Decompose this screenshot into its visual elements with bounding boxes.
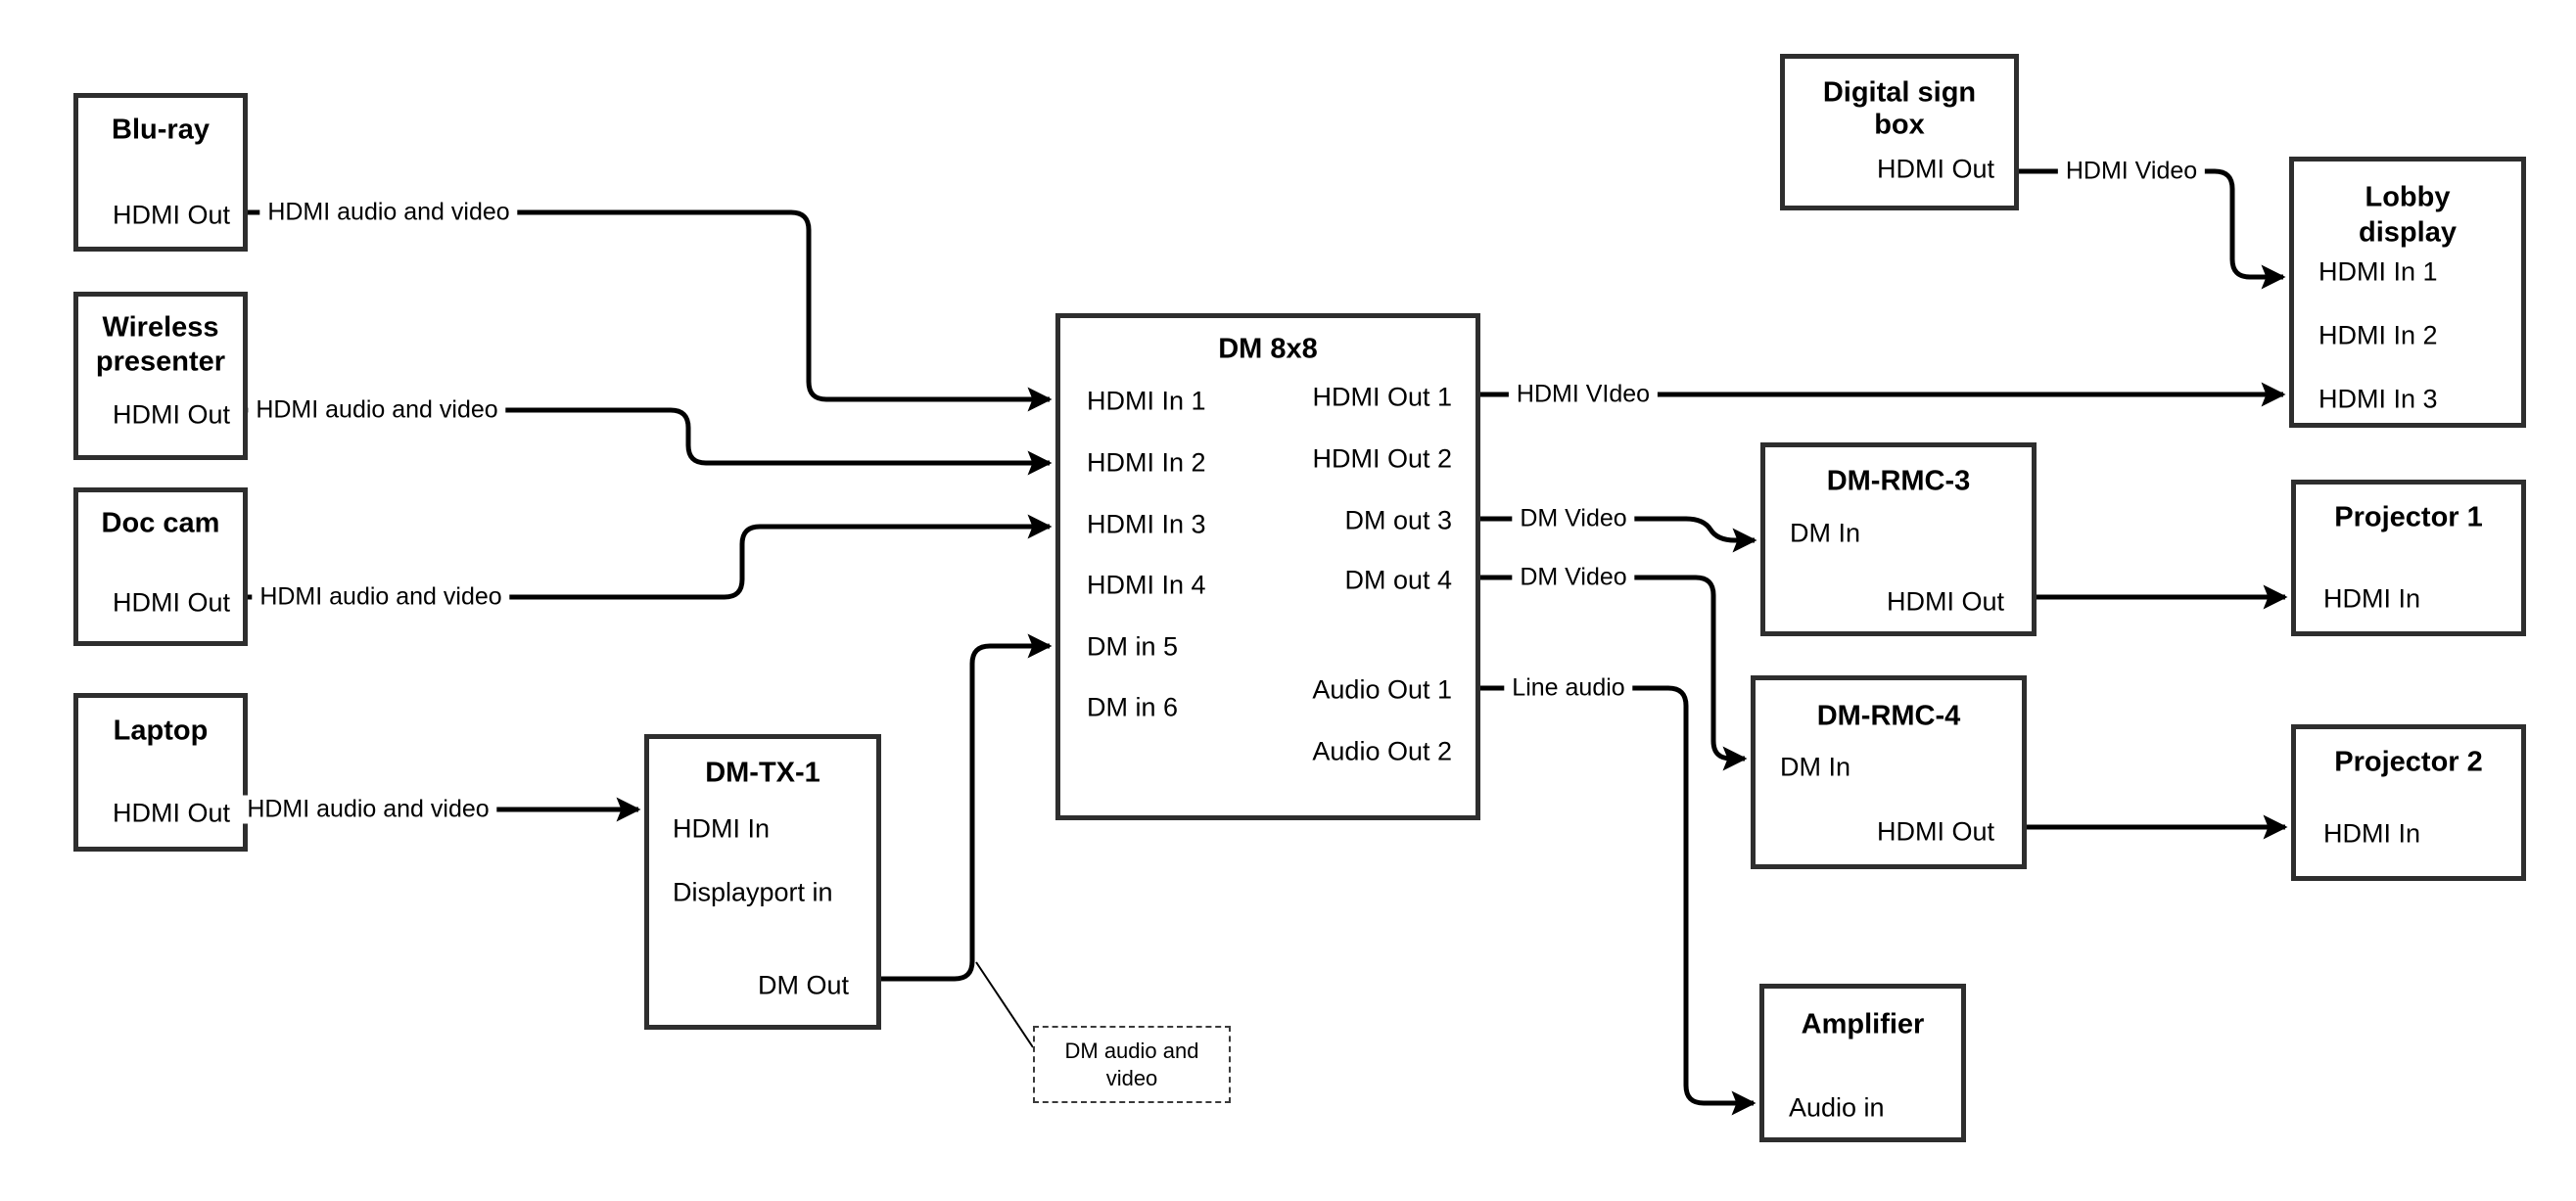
note-text: DM audio and xyxy=(1064,1038,1199,1063)
port-hdmi-out: HDMI Out xyxy=(1876,816,1994,847)
edge-bluray-to-dm8x8-hdmi-in1 xyxy=(248,209,1053,412)
note-leader-line xyxy=(975,961,1034,1048)
node-title: presenter xyxy=(95,346,226,378)
port-hdmi-in: HDMI In xyxy=(673,813,771,844)
node-dm-rmc-3: DM-RMC-3 DM In HDMI Out xyxy=(1760,442,2037,636)
edge-digitalsign-to-lobby-hdmi-in1 xyxy=(2019,168,2286,290)
node-doc-cam: Doc cam HDMI Out xyxy=(73,487,248,646)
edge-label: HDMI VIdeo xyxy=(1508,380,1659,409)
port-hdmi-in: HDMI In xyxy=(2323,583,2421,614)
port-hdmi-out: HDMI Out xyxy=(112,798,230,828)
edge-label: HDMI audio and video xyxy=(259,198,518,227)
node-title: Digital sign xyxy=(1822,76,1977,109)
node-lobby-display: Lobby display HDMI In 1 HDMI In 2 HDMI I… xyxy=(2289,157,2526,428)
port-hdmi-out: HDMI Out xyxy=(112,399,230,430)
edge-label: DM Video xyxy=(1512,504,1635,533)
port-hdmi-out: HDMI Out xyxy=(112,587,230,618)
edge-label: HDMI Video xyxy=(2057,157,2206,186)
node-digital-sign-box: Digital sign box HDMI Out xyxy=(1780,54,2019,210)
port-hdmi-in: HDMI In xyxy=(2323,818,2421,849)
port-audio-out-2: Audio Out 2 xyxy=(1312,736,1452,766)
port-hdmi-out: HDMI Out xyxy=(112,200,230,230)
port-audio-out-1: Audio Out 1 xyxy=(1312,674,1452,705)
port-displayport-in: Displayport in xyxy=(673,877,833,907)
note-text: video xyxy=(1105,1065,1158,1090)
node-title: Doc cam xyxy=(101,507,220,539)
node-projector-1: Projector 1 HDMI In xyxy=(2291,480,2526,636)
node-title: Wireless xyxy=(102,311,219,344)
edge-wireless-to-dm8x8-hdmi-in2 xyxy=(248,407,1053,476)
node-title: DM-TX-1 xyxy=(705,757,820,789)
node-dm-tx-1: DM-TX-1 HDMI In Displayport in DM Out xyxy=(644,734,881,1030)
node-title: Lobby xyxy=(2365,181,2451,213)
node-title: box xyxy=(1874,109,1925,141)
port-hdmi-in-2: HDMI In 2 xyxy=(1087,447,1206,478)
edge-dm8x8-dmout4-to-rmc4-dm-in xyxy=(1480,575,1748,771)
node-title: DM-RMC-3 xyxy=(1826,465,1971,497)
node-title: Amplifier xyxy=(1801,1008,1925,1040)
edge-label: HDMI audio and video xyxy=(239,795,497,824)
edge-doccam-to-dm8x8-hdmi-in3 xyxy=(248,514,1053,600)
edge-label: DM Video xyxy=(1512,563,1635,592)
note-dm-audio-and-video: DM audio and video xyxy=(1033,1026,1231,1103)
edge-label: HDMI audio and video xyxy=(252,582,510,612)
port-dm-out: DM Out xyxy=(757,970,849,1000)
edge-label: HDMI audio and video xyxy=(248,395,506,425)
node-dm-8x8: DM 8x8 HDMI In 1 HDMI In 2 HDMI In 3 HDM… xyxy=(1055,313,1480,820)
node-dm-rmc-4: DM-RMC-4 DM In HDMI Out xyxy=(1751,675,2027,869)
port-hdmi-out: HDMI Out xyxy=(1876,154,1994,184)
node-bluray: Blu-ray HDMI Out xyxy=(73,93,248,252)
edge-dm8x8-audioout1-to-amplifier xyxy=(1480,685,1756,1116)
node-title: Laptop xyxy=(113,715,209,747)
port-hdmi-in-1: HDMI In 1 xyxy=(2318,256,2438,287)
node-wireless-presenter: Wireless presenter HDMI Out xyxy=(73,292,248,460)
port-hdmi-in-2: HDMI In 2 xyxy=(2318,320,2438,350)
port-hdmi-out-2: HDMI Out 2 xyxy=(1312,443,1452,474)
port-dm-in-5: DM in 5 xyxy=(1087,631,1179,662)
port-dm-in: DM In xyxy=(1790,518,1861,548)
node-title: Projector 2 xyxy=(2334,746,2483,778)
port-hdmi-in-3: HDMI In 3 xyxy=(1087,509,1206,539)
edge-dm8x8-dmout3-to-rmc3-dm-in xyxy=(1480,516,1757,553)
port-hdmi-in-1: HDMI In 1 xyxy=(1087,386,1206,416)
node-title: DM-RMC-4 xyxy=(1816,700,1961,732)
port-dm-in: DM In xyxy=(1780,752,1851,782)
port-hdmi-in-4: HDMI In 4 xyxy=(1087,570,1206,600)
port-dm-in-6: DM in 6 xyxy=(1087,692,1179,722)
node-projector-2: Projector 2 HDMI In xyxy=(2291,724,2526,881)
port-hdmi-in-3: HDMI In 3 xyxy=(2318,384,2438,414)
node-title: display xyxy=(2359,216,2457,249)
node-title: DM 8x8 xyxy=(1218,333,1318,365)
port-dm-out-4: DM out 4 xyxy=(1344,565,1452,595)
edge-dmtx1-dmout-to-dm8x8-dm-in5 xyxy=(881,633,1053,982)
node-laptop: Laptop HDMI Out xyxy=(73,693,248,852)
port-audio-in: Audio in xyxy=(1789,1092,1885,1123)
node-title: Projector 1 xyxy=(2334,501,2483,533)
port-hdmi-out: HDMI Out xyxy=(1886,586,2004,617)
node-title: Blu-ray xyxy=(112,114,210,146)
node-amplifier: Amplifier Audio in xyxy=(1759,984,1966,1142)
port-dm-out-3: DM out 3 xyxy=(1344,505,1452,535)
port-hdmi-out-1: HDMI Out 1 xyxy=(1312,382,1452,412)
edge-label: Line audio xyxy=(1504,673,1633,703)
